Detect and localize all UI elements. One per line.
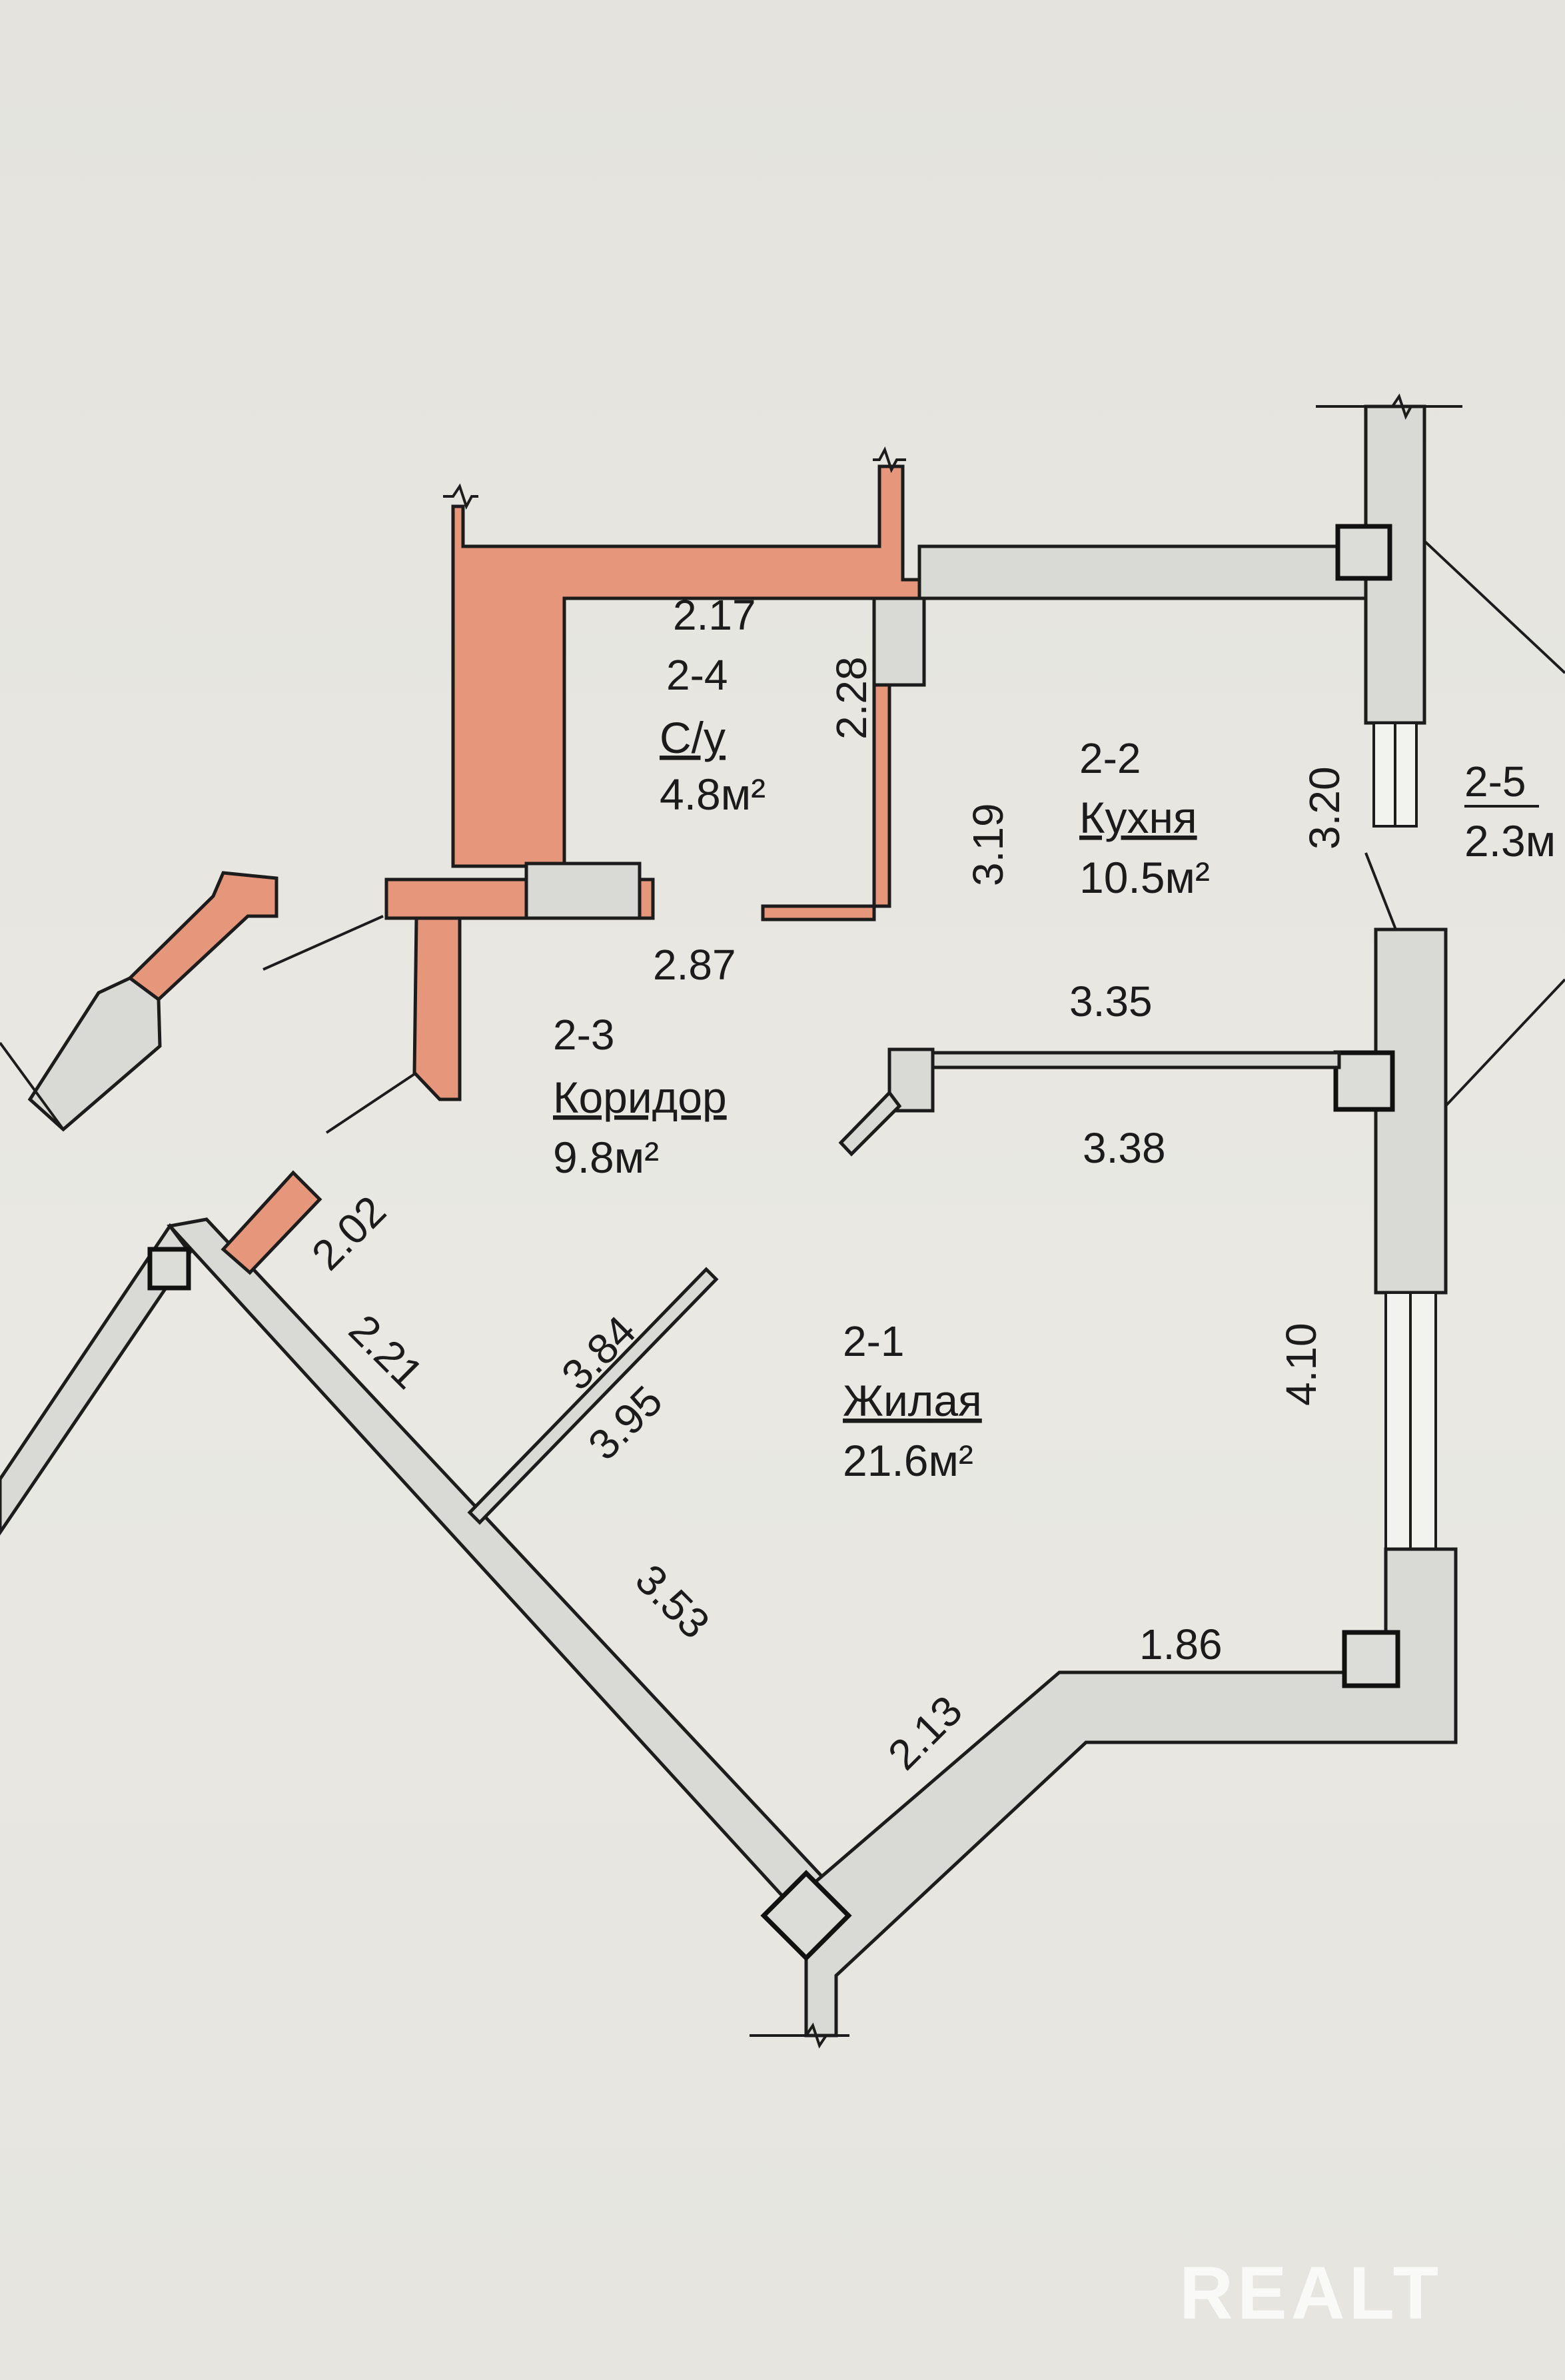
dim-bath-side: 2.28 xyxy=(827,656,875,740)
room-2-1-name: Жилая xyxy=(843,1376,982,1425)
dim-living-right: 4.10 xyxy=(1277,1323,1325,1406)
room-2-5-area: 2.3м xyxy=(1464,816,1556,866)
diagonal-wall-left xyxy=(167,1217,849,1928)
column-bay-bottom xyxy=(760,1870,852,1962)
right-break-top xyxy=(1316,393,1462,420)
kitchen-top-wall xyxy=(917,544,1368,600)
room-2-3-name: Коридор xyxy=(553,1073,727,1122)
room-2-4-label: 2-4 С/у 4.8м² xyxy=(660,651,766,819)
door-swing-bottom xyxy=(325,1071,418,1134)
room-2-3-id: 2-3 xyxy=(553,1011,615,1059)
balcony-divider xyxy=(1364,852,1397,930)
room-2-1-area: 21.6м² xyxy=(843,1436,973,1485)
bathroom-door-block xyxy=(524,862,642,920)
corridor-left-pier xyxy=(412,916,462,1101)
room-2-4-id: 2-4 xyxy=(666,651,728,699)
balcony-line-bottom xyxy=(1441,978,1565,1111)
entrance-brick xyxy=(221,1170,322,1275)
door-swing-top xyxy=(262,915,384,971)
dim-kitchen-side: 3.19 xyxy=(964,803,1012,886)
room-2-4-area: 4.8м² xyxy=(660,770,766,819)
realt-watermark: REALT xyxy=(1179,2251,1442,2335)
column-left-top xyxy=(147,1247,191,1291)
column-kitchen-top xyxy=(1335,524,1392,581)
dim-living-top: 3.38 xyxy=(1083,1124,1166,1172)
dim-bath-top: 2.17 xyxy=(673,591,756,639)
room-2-5-label: 2-5 2.3м xyxy=(1464,758,1556,866)
dim-diag-d: 3.53 xyxy=(626,1555,719,1648)
bathroom-break-right xyxy=(873,446,906,474)
partition-diagonal xyxy=(467,1267,719,1525)
bathroom-vent-shaft xyxy=(872,596,926,687)
partition-angle xyxy=(838,1090,902,1157)
left-neighbour-line xyxy=(0,1041,65,1131)
dim-corridor-top: 2.87 xyxy=(653,941,736,989)
column-bay-right xyxy=(1342,1630,1400,1688)
left-outer-wall xyxy=(0,1223,193,1536)
dim-kitchen-right: 3.20 xyxy=(1301,766,1348,850)
room-2-2-id: 2-2 xyxy=(1079,734,1141,782)
balcony-line-top xyxy=(1423,540,1565,674)
left-neighbour-brick xyxy=(127,871,278,1002)
column-living-mid xyxy=(1333,1050,1395,1112)
partition-kitchen-living xyxy=(927,1051,1341,1069)
dim-bay-top: 1.86 xyxy=(1139,1620,1223,1668)
bay-break xyxy=(750,2022,849,2049)
left-neighbour-wall xyxy=(27,976,162,1132)
dim-kitchen-partition: 3.35 xyxy=(1069,977,1153,1025)
bay-wall xyxy=(774,1547,1458,2038)
room-2-2-label: 2-2 Кухня 10.5м² xyxy=(1079,734,1210,902)
room-2-3-label: 2-3 Коридор 9.8м² xyxy=(553,1011,727,1182)
room-2-5-id: 2-5 xyxy=(1464,758,1526,806)
room-2-3-area: 9.8м² xyxy=(553,1133,659,1182)
room-2-1-label: 2-1 Жилая 21.6м² xyxy=(843,1317,982,1485)
room-2-4-name: С/у xyxy=(660,713,726,762)
room-2-2-name: Кухня xyxy=(1079,793,1197,842)
bathroom-break-left xyxy=(443,483,478,510)
room-2-1-id: 2-1 xyxy=(843,1317,905,1365)
room-2-2-area: 10.5м² xyxy=(1079,853,1210,902)
